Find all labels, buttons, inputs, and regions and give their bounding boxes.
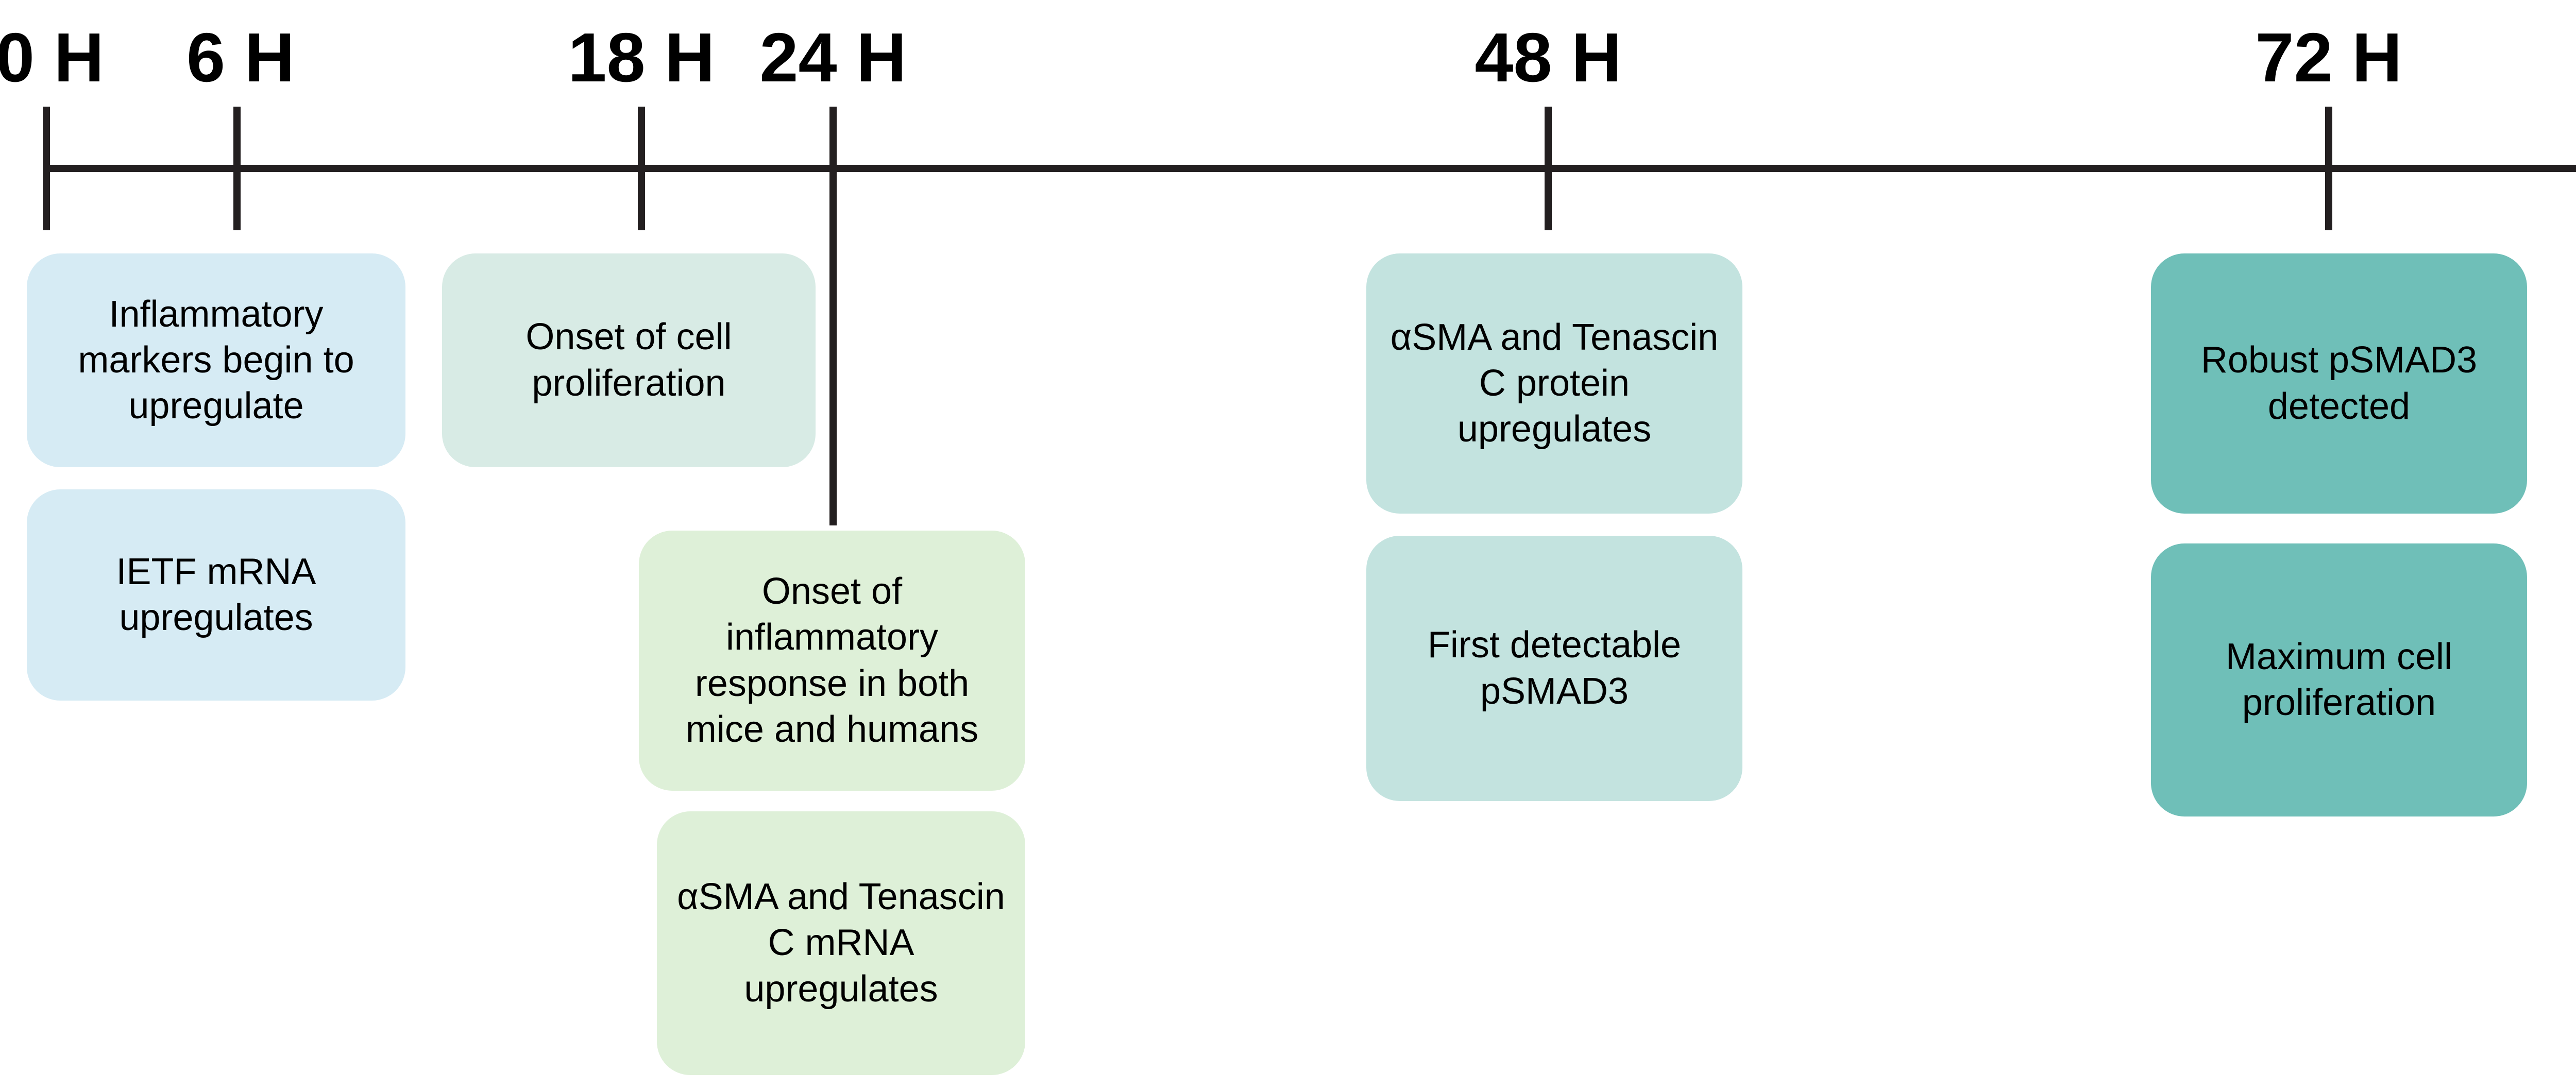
- event-text: αSMA and Tenascin C mRNA upregulates: [677, 876, 1005, 1010]
- tick-6h: [233, 107, 241, 230]
- event-box-onset-cell-proliferation: Onset of cell proliferation: [442, 253, 816, 467]
- event-text: Inflammatory markers begin to upregulate: [78, 293, 354, 427]
- hour-label-48h: 48 H: [1475, 19, 1622, 96]
- tick-72h: [2325, 107, 2332, 230]
- event-box-robust-psmad3: Robust pSMAD3 detected: [2151, 253, 2527, 514]
- tick-48h: [1545, 107, 1552, 230]
- event-box-inflammatory-markers: Inflammatory markers begin to upregulate: [27, 253, 405, 467]
- event-box-onset-inflammatory-response: Onset of inflammatory response in both m…: [639, 531, 1025, 791]
- event-box-maximum-cell-proliferation: Maximum cell proliferation: [2151, 543, 2527, 816]
- event-box-asma-tenascin-protein: αSMA and Tenascin C protein upregulates: [1366, 253, 1742, 514]
- tick-0h: [43, 107, 50, 230]
- event-text: Onset of inflammatory response in both m…: [685, 570, 979, 750]
- tick-18h: [638, 107, 645, 230]
- timeline-axis: [46, 165, 2576, 172]
- hour-label-24h: 24 H: [759, 19, 907, 96]
- hour-label-18h: 18 H: [568, 19, 715, 96]
- hour-label-6h: 6 H: [186, 19, 295, 96]
- hour-label-72h: 72 H: [2255, 19, 2402, 96]
- event-text: IETF mRNA upregulates: [116, 551, 316, 638]
- event-text: Robust pSMAD3 detected: [2200, 339, 2478, 427]
- event-box-asma-tenascin-mrna: αSMA and Tenascin C mRNA upregulates: [657, 811, 1025, 1075]
- event-text: Onset of cell proliferation: [526, 316, 732, 404]
- event-text: First detectable pSMAD3: [1427, 624, 1682, 712]
- event-text: αSMA and Tenascin C protein upregulates: [1390, 316, 1719, 450]
- tick-24h-connector: [829, 107, 837, 525]
- event-box-first-detectable-psmad3: First detectable pSMAD3: [1366, 536, 1742, 801]
- event-text: Maximum cell proliferation: [2225, 636, 2453, 723]
- event-box-ietf-mrna: IETF mRNA upregulates: [27, 489, 405, 701]
- hour-label-0h: 0 H: [0, 19, 105, 96]
